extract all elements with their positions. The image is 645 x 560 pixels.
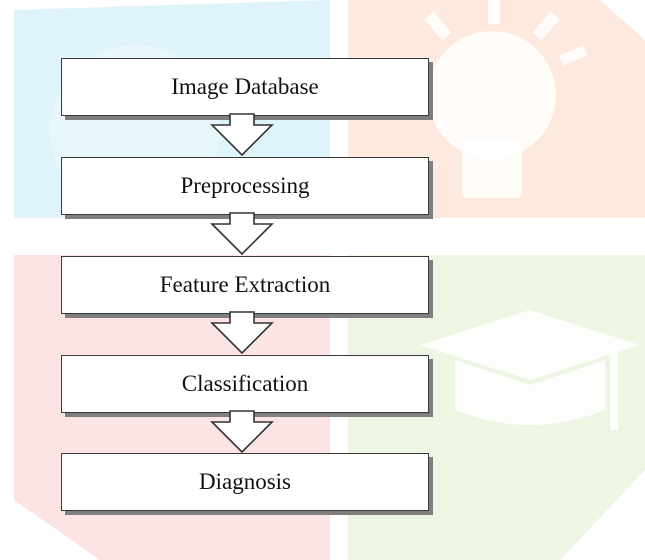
step-label: Image Database xyxy=(171,74,319,99)
step-classification: Classification xyxy=(61,355,429,413)
step-preprocessing: Preprocessing xyxy=(61,157,429,215)
lightbulb-icon xyxy=(424,0,588,198)
down-arrow-icon xyxy=(210,212,274,256)
step-label: Diagnosis xyxy=(199,469,291,494)
down-arrow-icon xyxy=(210,311,274,355)
step-label: Classification xyxy=(181,371,309,396)
step-diagnosis: Diagnosis xyxy=(61,453,429,511)
graduation-cap-icon xyxy=(420,310,640,430)
step-image-database: Image Database xyxy=(61,58,429,116)
step-label: Preprocessing xyxy=(180,173,310,198)
step-label: Feature Extraction xyxy=(159,272,331,297)
down-arrow-icon xyxy=(210,113,274,157)
step-feature-extraction: Feature Extraction xyxy=(61,256,429,314)
down-arrow-icon xyxy=(210,410,274,454)
